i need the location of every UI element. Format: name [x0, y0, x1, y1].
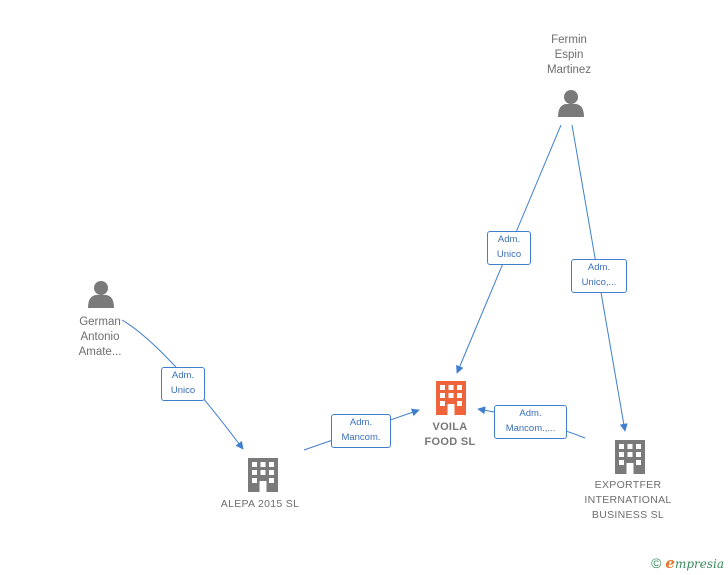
edge-label-fermin-voila[interactable]: Adm. Unico [487, 231, 531, 265]
brand-footer: © empresia [651, 554, 724, 572]
empresia-logo: empresia [665, 554, 724, 572]
node-label-fermin-espin-martinez[interactable]: Fermin Espin Martinez [546, 34, 592, 76]
edge-label-exportfer-voila[interactable]: Adm. Mancom.,... [494, 405, 567, 439]
person-icon[interactable] [558, 90, 584, 117]
building-icon[interactable] [436, 381, 466, 415]
node-label-alepa-2015-sl[interactable]: ALEPA 2015 SL [220, 498, 300, 510]
building-icon[interactable] [248, 458, 278, 492]
edge-label-fermin-exportfer[interactable]: Adm. Unico,... [571, 259, 627, 293]
edge-german-alepa [121, 319, 244, 450]
building-icon[interactable] [615, 440, 645, 474]
edge-label-german-alepa[interactable]: Adm. Unico [161, 367, 205, 401]
person-icon[interactable] [88, 281, 114, 308]
edge-label-alepa-voila[interactable]: Adm. Mancom. [331, 414, 391, 448]
copyright-icon: © [651, 555, 662, 571]
node-label-german-antonio-amate[interactable]: German Antonio Amate... [78, 316, 122, 358]
node-label-voila-food-sl[interactable]: VOILA FOOD SL [424, 421, 476, 448]
node-label-exportfer-international-business-sl[interactable]: EXPORTFER INTERNATIONAL BUSINESS SL [584, 479, 672, 521]
